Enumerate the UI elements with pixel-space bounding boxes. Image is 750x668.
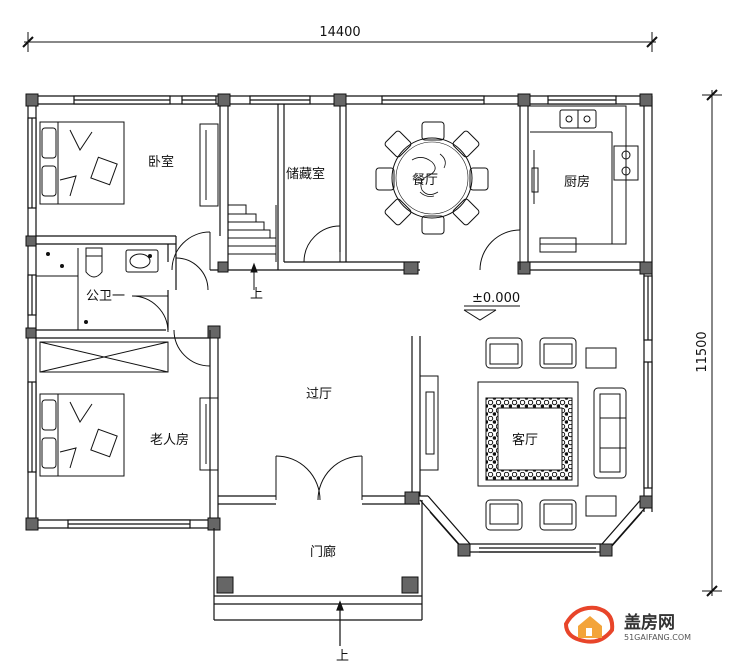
exterior-walls <box>27 95 653 553</box>
dimension-height: 11500 <box>695 331 710 372</box>
dining-table <box>375 121 489 235</box>
entry-up-mark: 上 <box>336 649 349 664</box>
staircase <box>228 204 277 290</box>
room-label-porch: 门廊 <box>310 544 336 560</box>
right-dimension-line <box>702 89 722 597</box>
elder-room-furniture <box>39 341 219 477</box>
room-label-hall: 过厅 <box>306 387 332 402</box>
room-label-living: 客厅 <box>512 432 538 448</box>
room-label-bedroom: 卧室 <box>148 154 174 170</box>
bedroom-bed <box>39 121 219 207</box>
level-mark: ±0.000 <box>472 291 520 306</box>
dimension-width: 14400 <box>319 25 360 40</box>
doors <box>131 225 521 501</box>
top-dimension-line <box>22 32 658 52</box>
stair-up-mark: 上 <box>250 287 263 302</box>
bathroom-fixtures <box>36 247 159 330</box>
porch <box>213 500 423 646</box>
level-mark-symbol <box>463 305 520 321</box>
house-logo-icon <box>563 605 615 644</box>
columns <box>25 93 653 594</box>
room-label-bathroom: 公卫一 <box>86 289 125 304</box>
watermark-name: 盖房网 <box>624 612 675 633</box>
room-label-elder-room: 老人房 <box>150 432 189 448</box>
kitchen-counter <box>530 105 639 253</box>
watermark-url: 51GAIFANG.COM <box>624 633 691 642</box>
room-label-kitchen: 厨房 <box>564 174 590 190</box>
room-label-storage: 储藏室 <box>286 166 325 182</box>
room-label-dining: 餐厅 <box>412 172 438 188</box>
living-room-furniture <box>419 337 627 531</box>
